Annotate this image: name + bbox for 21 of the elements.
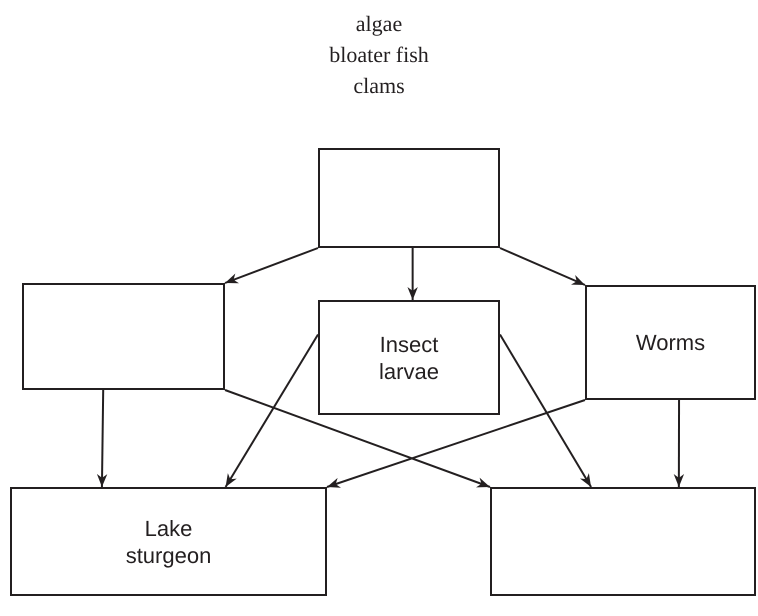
organism-label: Lake sturgeon (124, 514, 212, 568)
arrow (500, 247, 586, 286)
empty-box (318, 148, 500, 248)
arrow (224, 389, 490, 488)
word-bank-item: bloater fish (329, 41, 429, 69)
arrow (674, 400, 684, 487)
organism-label: Worms (634, 329, 706, 356)
arrow (96, 390, 108, 488)
empty-box (490, 487, 756, 596)
food-web-box (585, 285, 756, 400)
arrow (407, 248, 418, 300)
arrow (326, 399, 586, 488)
word-bank-item: clams (353, 72, 405, 100)
arrow (499, 334, 592, 488)
food-web-box (10, 487, 327, 596)
word-bank-item: algae (356, 10, 402, 38)
arrow (224, 247, 318, 284)
arrow (224, 334, 319, 488)
organism-label: Insect larvae (378, 330, 440, 384)
empty-box (22, 283, 225, 390)
food-web-box (318, 300, 500, 415)
